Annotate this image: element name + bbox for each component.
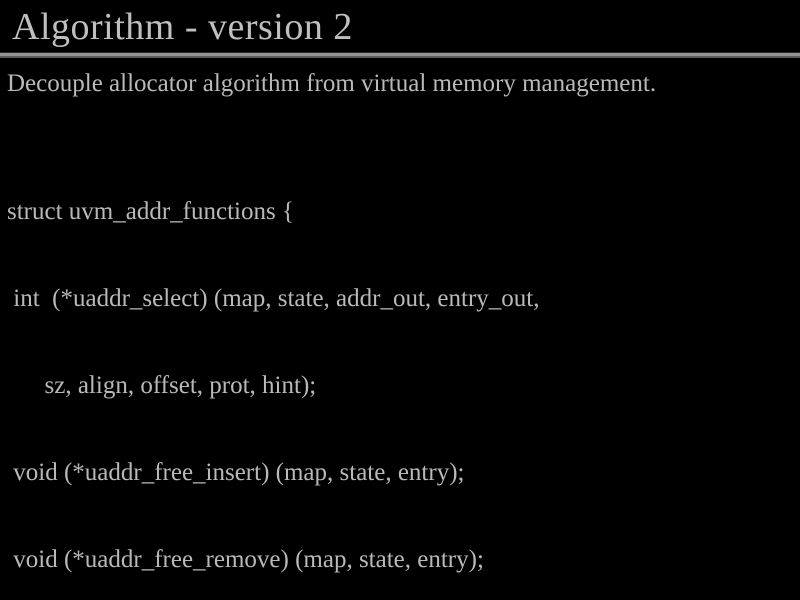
- title-underline-rule: [0, 52, 800, 58]
- code-block-uvm-addr-functions: struct uvm_addr_functions { int (*uaddr_…: [7, 140, 800, 600]
- code-line: void (*uaddr_free_insert) (map, state, e…: [7, 459, 465, 486]
- code-line: struct uvm_addr_functions {: [7, 198, 294, 225]
- code-line: void (*uaddr_free_remove) (map, state, e…: [7, 546, 484, 573]
- code-line: int (*uaddr_select) (map, state, addr_ou…: [7, 285, 540, 312]
- slide-title: Algorithm - version 2: [12, 6, 353, 48]
- slide-body: Decouple allocator algorithm from virtua…: [7, 68, 800, 600]
- code-line: sz, align, offset, prot, hint);: [7, 372, 317, 399]
- slide-subtitle: Decouple allocator algorithm from virtua…: [7, 70, 657, 97]
